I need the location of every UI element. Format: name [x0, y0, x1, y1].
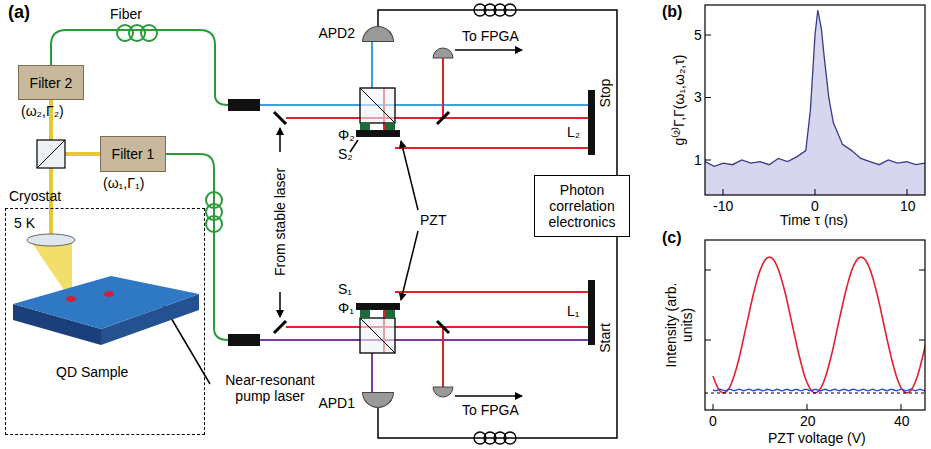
- node-label: Filter 2: [19, 75, 83, 91]
- node-label: APD1: [318, 395, 355, 411]
- beamsplitter: [356, 88, 400, 353]
- annotation: (b): [662, 4, 682, 20]
- annotation: 40: [894, 413, 910, 429]
- fiber-coupler: [228, 334, 260, 346]
- chart-c: [705, 240, 929, 410]
- annotation: Fiber: [110, 6, 142, 22]
- annotation: S₁: [338, 281, 352, 297]
- node-sublabel: (ω₁,Γ₁): [103, 175, 144, 191]
- annotation: (a): [8, 4, 30, 20]
- annotation: To FPGA: [462, 28, 519, 44]
- annotation: 3: [694, 89, 702, 105]
- annotation: PZT voltage (V): [768, 430, 866, 446]
- edge-label: Stop: [597, 78, 613, 107]
- node-sublabel: (ω₂,Γ₂): [21, 103, 64, 119]
- node-label: Filter 1: [101, 146, 165, 162]
- leader-line: [164, 128, 418, 384]
- mirror: [274, 112, 449, 333]
- annotation: 0: [811, 198, 819, 214]
- chart-b: [705, 5, 925, 195]
- annotation: L₂: [567, 124, 580, 140]
- node-sublabel: 5 K: [14, 215, 35, 231]
- annotation: Time τ (ns): [780, 212, 848, 228]
- electronics-box: Photon correlation electronics: [534, 175, 630, 237]
- end-mirror: [588, 90, 595, 155]
- annotation: PZT: [420, 212, 446, 228]
- annotation: 20: [800, 413, 816, 429]
- filter-box: Filter 2(ω₂,Γ₂): [18, 65, 84, 100]
- sample-slab: [11, 264, 203, 414]
- annotation: 0: [709, 413, 717, 429]
- edge-label: Start: [597, 323, 613, 353]
- node-label: Cryostat: [9, 188, 61, 204]
- node-label: APD2: [318, 25, 355, 41]
- photodetector: APD2: [362, 26, 394, 42]
- annotation: Φ₂: [338, 127, 355, 143]
- annotation: 10: [900, 198, 916, 214]
- qd-sample: QD Sample: [11, 264, 203, 414]
- annotation: To FPGA: [462, 402, 519, 418]
- annotation: (c): [662, 230, 682, 246]
- annotation: Near-resonant pump laser: [214, 372, 326, 404]
- photodetector: APD1: [362, 392, 394, 408]
- signal-cable: [378, 237, 617, 438]
- annotation: Φ₁: [338, 300, 354, 316]
- annotation: 1: [694, 152, 702, 168]
- annotation: S₂: [338, 146, 353, 162]
- cryostat: Cryostat5 KQD Sample: [5, 208, 205, 435]
- fiber-coupler: [228, 99, 260, 111]
- node-label: Photon correlation electronics: [541, 182, 623, 230]
- annotation: From stable laser: [272, 168, 288, 276]
- filter-box: Filter 1(ω₁,Γ₁): [100, 136, 166, 172]
- annotation: L₁: [567, 303, 580, 319]
- annotation: 5: [694, 27, 702, 43]
- end-mirror: [588, 280, 595, 345]
- annotation: -10: [713, 198, 733, 214]
- signal-cable: [378, 10, 617, 175]
- annotation: Intensity (arb. units): [663, 279, 695, 371]
- annotation: g⁽²⁾Γ,Γ(ω₁,ω₂,τ): [671, 55, 687, 146]
- cable-coil: [474, 4, 516, 444]
- node-label: QD Sample: [56, 364, 128, 380]
